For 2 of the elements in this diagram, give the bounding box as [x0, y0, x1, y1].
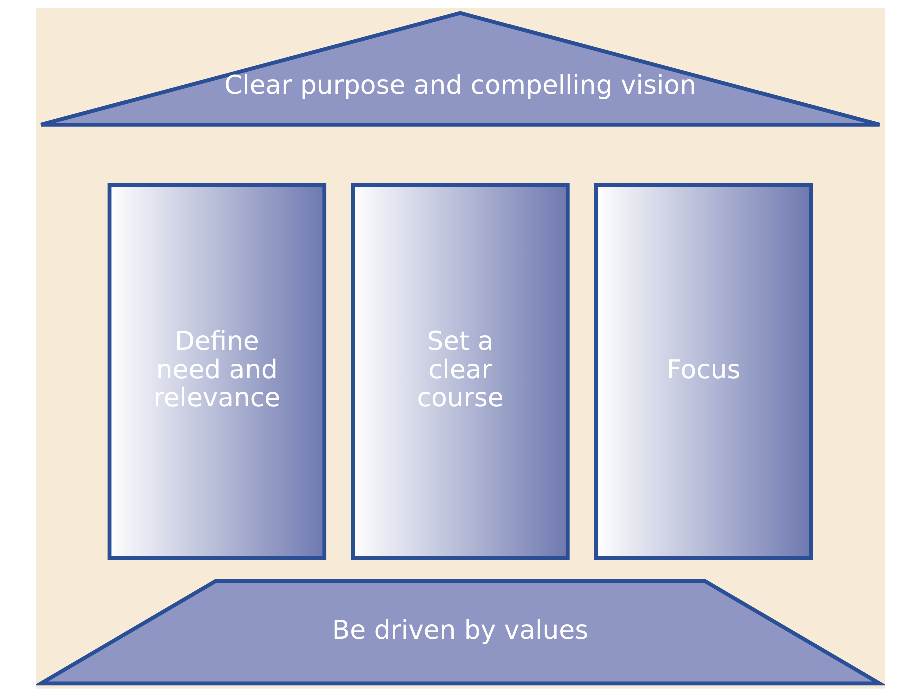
node-box: Set a clear course — [351, 183, 570, 560]
node-box: Focus — [594, 183, 814, 560]
